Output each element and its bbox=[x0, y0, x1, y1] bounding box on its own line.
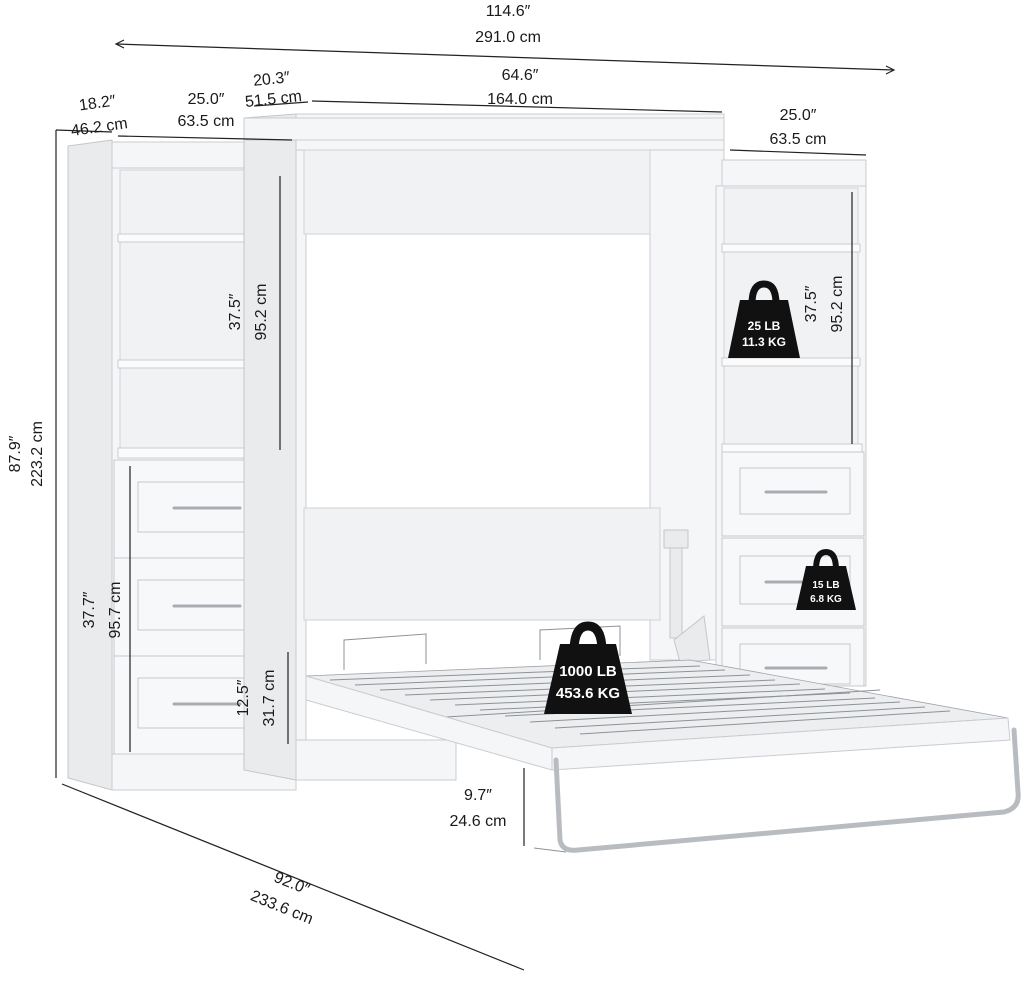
right-shelf-height-in: 37.5″ bbox=[803, 285, 820, 322]
shelf-weight-kg: 11.3 KG bbox=[742, 335, 786, 349]
bed-weight-lb: 1000 LB bbox=[559, 663, 617, 680]
bed-frame bbox=[305, 625, 1021, 853]
overall-width-cm: 291.0 cm bbox=[475, 29, 541, 46]
drawers-height-in: 37.7″ bbox=[81, 591, 98, 628]
drawer-weight-lb: 15 LB bbox=[812, 580, 839, 591]
left-shelf-height-cm: 95.2 cm bbox=[253, 284, 270, 341]
weight-badge-drawer: 15 LB 6.8 KG bbox=[796, 548, 856, 610]
drawers-height-cm: 95.7 cm bbox=[107, 582, 124, 639]
dimension-lines bbox=[55, 39, 896, 971]
dimension-labels: 114.6″ 291.0 cm 18.2″ 46.2 cm 25.0″ 63.5… bbox=[7, 3, 846, 928]
drawer-height-cm: 31.7 cm bbox=[261, 670, 278, 727]
center-depth-in: 20.3″ bbox=[252, 69, 291, 90]
height-cm: 223.2 cm bbox=[29, 421, 46, 487]
right-unit-width-cm: 63.5 cm bbox=[770, 131, 827, 148]
weight-badge-shelf: 25 LB 11.3 KG bbox=[728, 280, 800, 358]
center-depth-cm: 51.5 cm bbox=[244, 88, 302, 111]
left-shelf-height-in: 37.5″ bbox=[227, 293, 244, 330]
overall-width-in: 114.6″ bbox=[486, 3, 531, 20]
wall-bed-cabinet bbox=[243, 113, 725, 781]
right-unit-width-in: 25.0″ bbox=[780, 107, 817, 124]
weight-icon bbox=[728, 280, 800, 358]
leg-height-cm: 24.6 cm bbox=[450, 813, 507, 830]
weight-icon bbox=[796, 548, 856, 610]
center-width-cm: 164.0 cm bbox=[487, 91, 553, 108]
depth-left-in: 18.2″ bbox=[78, 93, 117, 115]
bed-weight-kg: 453.6 KG bbox=[556, 685, 620, 702]
center-width-in: 64.6″ bbox=[502, 67, 539, 84]
leg-height-in: 9.7″ bbox=[464, 787, 492, 804]
weight-icon bbox=[544, 621, 632, 714]
left-unit-width-cm: 63.5 cm bbox=[178, 113, 235, 130]
shelf-weight-lb: 25 LB bbox=[748, 319, 781, 333]
open-depth-in: 92.0″ bbox=[271, 869, 312, 899]
right-shelf-height-cm: 95.2 cm bbox=[829, 276, 846, 333]
drawer-height-in: 12.5″ bbox=[235, 679, 252, 716]
weight-badge-bed: 1000 LB 453.6 KG bbox=[544, 621, 632, 714]
height-in: 87.9″ bbox=[7, 435, 24, 472]
drawer-weight-kg: 6.8 KG bbox=[810, 594, 842, 605]
left-unit-width-in: 25.0″ bbox=[188, 91, 225, 108]
